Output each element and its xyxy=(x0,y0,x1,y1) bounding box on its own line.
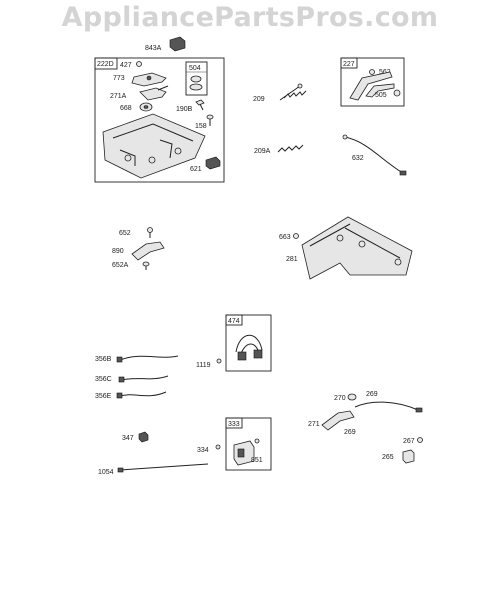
label-621: 621 xyxy=(190,166,202,173)
part-158-screw[interactable] xyxy=(206,114,214,126)
label-158: 158 xyxy=(195,123,207,130)
part-270-nut[interactable] xyxy=(347,393,357,401)
label-668: 668 xyxy=(120,105,132,112)
label-190b: 190B xyxy=(176,106,193,113)
label-271: 271 xyxy=(308,421,320,428)
label-267: 267 xyxy=(403,438,415,445)
part-1119-screw[interactable] xyxy=(216,358,222,364)
part-281-panel[interactable] xyxy=(301,216,413,280)
label-562: 562 xyxy=(379,69,391,76)
label-271a: 271A xyxy=(110,93,127,100)
part-269-cable[interactable] xyxy=(354,401,423,413)
label-333: 333 xyxy=(228,421,240,428)
part-773-plate[interactable] xyxy=(131,72,167,87)
part-333-module[interactable] xyxy=(233,440,255,466)
part-356e-cable[interactable] xyxy=(116,391,167,399)
part-843a-block[interactable] xyxy=(169,36,186,52)
label-356c: 356C xyxy=(95,376,112,383)
part-668-washer[interactable] xyxy=(139,102,153,112)
label-209: 209 xyxy=(253,96,265,103)
label-504: 504 xyxy=(189,65,201,72)
label-209a: 209A xyxy=(254,148,271,155)
group-tag-222d xyxy=(94,57,118,70)
label-265: 265 xyxy=(382,454,394,461)
part-267-screw[interactable] xyxy=(417,437,423,443)
part-main-bracket[interactable] xyxy=(102,113,206,179)
part-427-nut[interactable] xyxy=(136,61,142,67)
label-347: 347 xyxy=(122,435,134,442)
label-505: 505 xyxy=(375,92,387,99)
part-334-screw[interactable] xyxy=(215,444,221,450)
part-890-bracket[interactable] xyxy=(131,241,165,261)
label-663: 663 xyxy=(279,234,291,241)
part-621-clip[interactable] xyxy=(205,156,221,170)
label-652: 652 xyxy=(119,230,131,237)
group-tag-227 xyxy=(340,57,358,69)
site-watermark: AppliancePartsPros.com xyxy=(61,2,439,33)
label-851: 851 xyxy=(251,457,263,464)
part-209a-spring[interactable] xyxy=(277,144,304,153)
label-427: 427 xyxy=(120,62,132,69)
part-663-screw[interactable] xyxy=(293,233,299,239)
part-652-screw[interactable] xyxy=(147,227,153,239)
part-271a-lever[interactable] xyxy=(139,85,169,101)
part-562-screw[interactable] xyxy=(369,69,375,75)
part-504-spring[interactable] xyxy=(189,75,203,91)
group-tag-333 xyxy=(225,417,243,429)
group-box-474 xyxy=(225,314,272,372)
part-851-terminal[interactable] xyxy=(254,438,260,444)
group-box-333 xyxy=(225,417,272,471)
part-347-clip[interactable] xyxy=(138,431,149,443)
group-box-222d xyxy=(94,57,225,183)
label-652a: 652A xyxy=(112,262,129,269)
label-269-cable: 269 xyxy=(366,391,378,398)
part-227-arm[interactable] xyxy=(349,71,395,101)
part-356c-cable[interactable] xyxy=(118,375,169,383)
part-356b-cable[interactable] xyxy=(116,355,179,363)
group-box-227 xyxy=(340,57,405,107)
label-222d: 222D xyxy=(97,61,114,68)
label-843a: 843A xyxy=(145,45,162,52)
part-271-lever[interactable] xyxy=(321,410,355,431)
label-1119: 1119 xyxy=(196,362,211,369)
label-356b: 356B xyxy=(95,356,112,363)
label-269-lower: 269 xyxy=(344,429,356,436)
group-box-504 xyxy=(185,61,208,96)
part-632-wire[interactable] xyxy=(342,134,407,176)
part-265-clamp[interactable] xyxy=(402,449,415,464)
label-334: 334 xyxy=(197,447,209,454)
label-474: 474 xyxy=(228,318,240,325)
label-270: 270 xyxy=(334,395,346,402)
part-1054-strap[interactable] xyxy=(117,463,209,473)
part-190b-screw[interactable] xyxy=(195,99,205,111)
part-505-nut[interactable] xyxy=(393,89,401,97)
part-652a-screw[interactable] xyxy=(142,261,150,270)
label-773: 773 xyxy=(113,75,125,82)
group-tag-474 xyxy=(225,314,243,326)
label-1054: 1054 xyxy=(98,469,114,476)
label-632: 632 xyxy=(352,155,364,162)
part-474-harness[interactable] xyxy=(235,334,263,361)
label-356e: 356E xyxy=(95,393,112,400)
label-890: 890 xyxy=(112,248,124,255)
label-227: 227 xyxy=(343,61,355,68)
part-209-spring[interactable] xyxy=(279,83,307,101)
label-281: 281 xyxy=(286,256,298,263)
